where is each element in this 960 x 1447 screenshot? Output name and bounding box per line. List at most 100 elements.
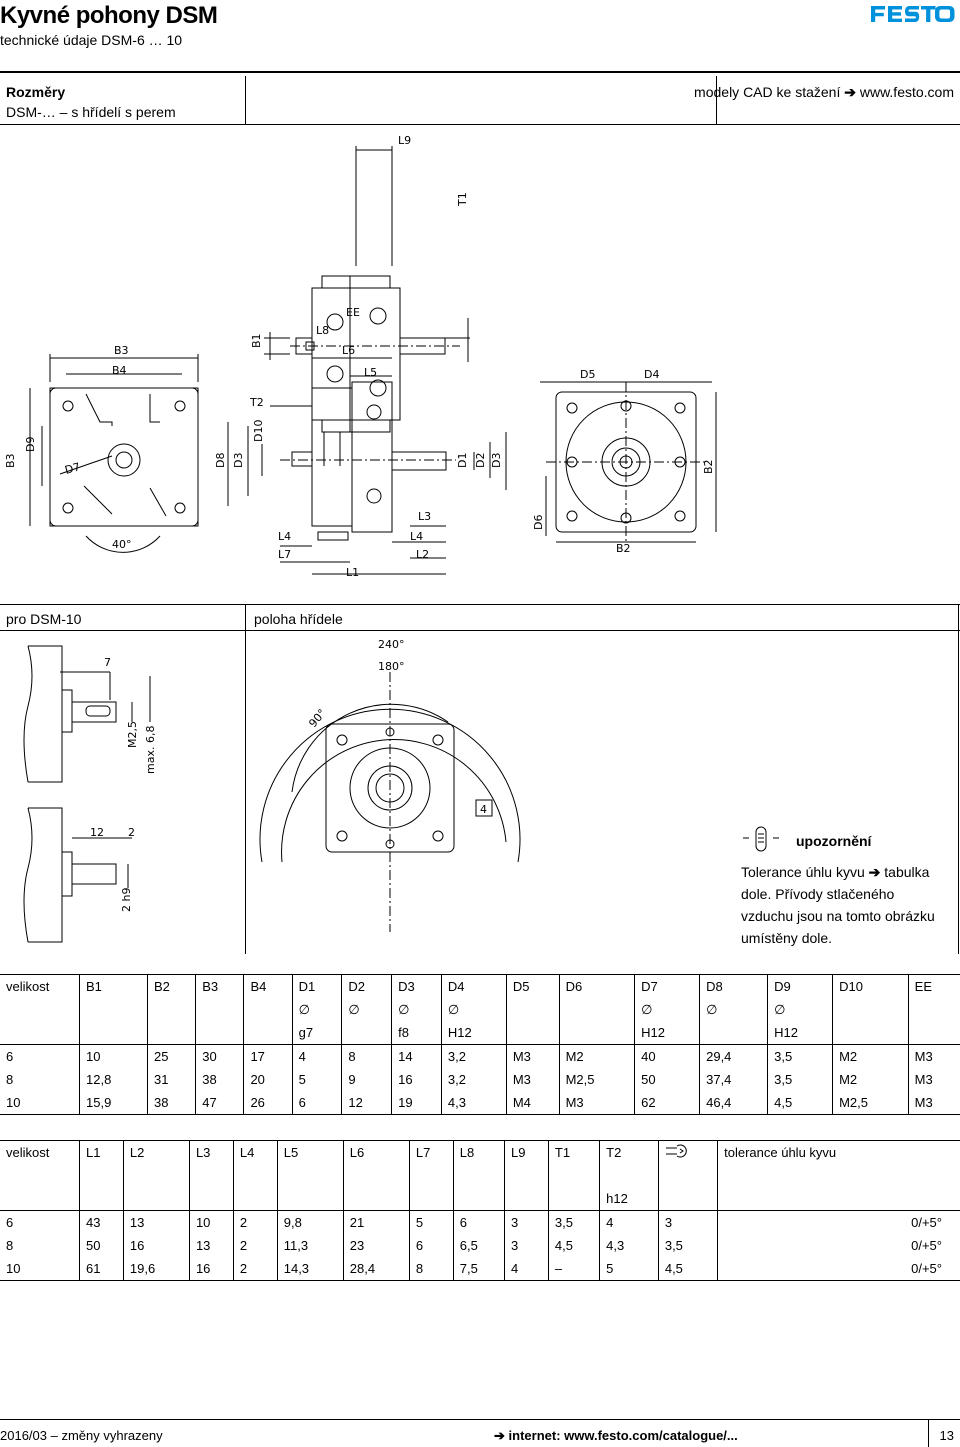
table-header-cell: D9 (767, 974, 833, 998)
table-cell: 4,5 (547, 1234, 600, 1257)
arrow-right-icon: ➔ (494, 1428, 505, 1443)
cad-link[interactable]: www.festo.com (859, 84, 954, 100)
table-cell: M4 (505, 1091, 560, 1115)
table-cell: 62 (634, 1091, 700, 1115)
svg-text:D3: D3 (490, 453, 503, 468)
table-cell: 3,5 (767, 1068, 833, 1091)
table-header-cell: D10 (832, 974, 909, 998)
table-cell: 12,8 (78, 1068, 148, 1091)
table-cell: M3 (907, 1044, 960, 1068)
svg-text:240°: 240° (378, 638, 405, 651)
dimension-table-2: velikost L1 L2 L3 L4 L5 L6 L7 L8 L9 T1 T… (0, 1140, 960, 1281)
svg-text:B2: B2 (702, 459, 715, 474)
table-header-cell: D7 (634, 974, 700, 998)
svg-text:T1: T1 (456, 192, 469, 207)
table-cell: 8 (408, 1257, 454, 1281)
table-cell: 0/+5° (717, 1210, 960, 1234)
diameter-symbol: ∅ (341, 998, 392, 1021)
table-cell: M3 (505, 1044, 560, 1068)
divider (245, 604, 246, 954)
table-cell: 26 (243, 1091, 293, 1115)
table-cell: 5 (291, 1068, 342, 1091)
table-header-cell: velikost (0, 974, 80, 998)
table-cell (717, 1164, 960, 1187)
table-symbol-row: ∅ ∅ ∅ ∅ ∅ ∅ ∅ (0, 998, 960, 1021)
table-cell (232, 1164, 278, 1187)
svg-text:4: 4 (480, 803, 487, 816)
table-cell: 37,4 (699, 1068, 768, 1091)
header-rule (0, 71, 960, 73)
footer-internet[interactable]: ➔ internet: www.festo.com/catalogue/... (494, 1428, 738, 1444)
svg-text:D1: D1 (456, 453, 469, 468)
svg-text:D5: D5 (580, 368, 595, 381)
table-cell (188, 1187, 234, 1211)
table-cell: M2 (832, 1044, 909, 1068)
table-header-cell: D1 (291, 974, 342, 998)
section-rule (0, 604, 960, 605)
footer-internet-link[interactable]: internet: www.festo.com/catalogue/... (508, 1428, 738, 1443)
dsm10-label: pro DSM-10 (6, 611, 82, 627)
table-cell: 6 (6, 1049, 14, 1064)
table-header-cell: L8 (452, 1140, 505, 1164)
table-cell: 2 (232, 1234, 278, 1257)
table-cell: 50 (79, 1234, 124, 1257)
table-header-cell: D2 (341, 974, 392, 998)
diameter-symbol: ∅ (291, 998, 342, 1021)
table-cell: 8 (6, 1072, 14, 1087)
note-body: Tolerance úhlu kyvu ➔ tabulka dole. Přív… (741, 861, 941, 949)
table-cell: M2 (558, 1044, 635, 1068)
footer-date: 2016/03 – změny vyhrazeny (0, 1428, 163, 1443)
table-cell: 61 (79, 1257, 124, 1281)
table-cell (504, 1164, 549, 1187)
cad-download[interactable]: modely CAD ke stažení ➔ www.festo.com (694, 84, 954, 101)
diameter-symbol: ∅ (440, 998, 507, 1021)
table-cell (547, 1164, 600, 1187)
table-cell: g7 (291, 1021, 342, 1045)
table-spacer-row (0, 1164, 960, 1187)
table-cell (558, 998, 635, 1021)
svg-text:2 h9: 2 h9 (120, 888, 133, 912)
svg-text:B1: B1 (250, 333, 263, 348)
table-cell (907, 998, 960, 1021)
festo-logo (869, 4, 955, 29)
table-cell (342, 1164, 410, 1187)
table-cell: M3 (558, 1091, 635, 1115)
divider (928, 1420, 929, 1447)
table-cell: 28,4 (342, 1257, 410, 1281)
svg-text:B3: B3 (114, 344, 129, 357)
cad-text: modely CAD ke stažení (694, 84, 841, 100)
table-cell (195, 1021, 244, 1045)
table-cell (657, 1164, 718, 1187)
table-cell: 4,3 (440, 1091, 507, 1115)
table-cell (232, 1187, 278, 1211)
table-row: 8 50 16 13 2 11,3 23 6 6,5 3 4,5 4,3 3,5… (0, 1234, 960, 1257)
table-cell (341, 1021, 392, 1045)
svg-text:D3: D3 (232, 453, 245, 468)
table-cell: 14 (391, 1044, 442, 1068)
table-header-row: velikost B1 B2 B3 B4 D1 D2 D3 D4 D5 D6 D… (0, 974, 960, 998)
table-cell (657, 1187, 718, 1211)
table-cell (78, 998, 148, 1021)
table-row: 10 61 19,6 16 2 14,3 28,4 8 7,5 4 – 5 4,… (0, 1257, 960, 1281)
table-header-cell: L4 (232, 1140, 278, 1164)
table-cell: 16 (391, 1068, 442, 1091)
table-cell: 40 (634, 1044, 700, 1068)
svg-text:T2: T2 (249, 396, 264, 409)
diameter-symbol: ∅ (767, 998, 833, 1021)
table-cell: 43 (79, 1210, 124, 1234)
table-header-row: velikost L1 L2 L3 L4 L5 L6 L7 L8 L9 T1 T… (0, 1140, 960, 1164)
svg-text:B4: B4 (112, 364, 127, 377)
table-cell: 10 (0, 1257, 80, 1281)
table-cell: 5 (599, 1257, 659, 1281)
svg-text:L6: L6 (342, 344, 355, 357)
section-subtitle: DSM-… – s hřídelí s perem (6, 104, 176, 120)
table-cell (0, 1021, 80, 1045)
table-header-cell: tolerance úhlu kyvu (717, 1140, 960, 1164)
table-cell: 3 (504, 1234, 549, 1257)
table-header-cell: T1 (547, 1140, 600, 1164)
page-title: Kyvné pohony DSM (0, 2, 218, 29)
table-cell: 16 (188, 1257, 234, 1281)
table-cell: 4 (504, 1257, 549, 1281)
table-header-cell: B3 (195, 974, 244, 998)
